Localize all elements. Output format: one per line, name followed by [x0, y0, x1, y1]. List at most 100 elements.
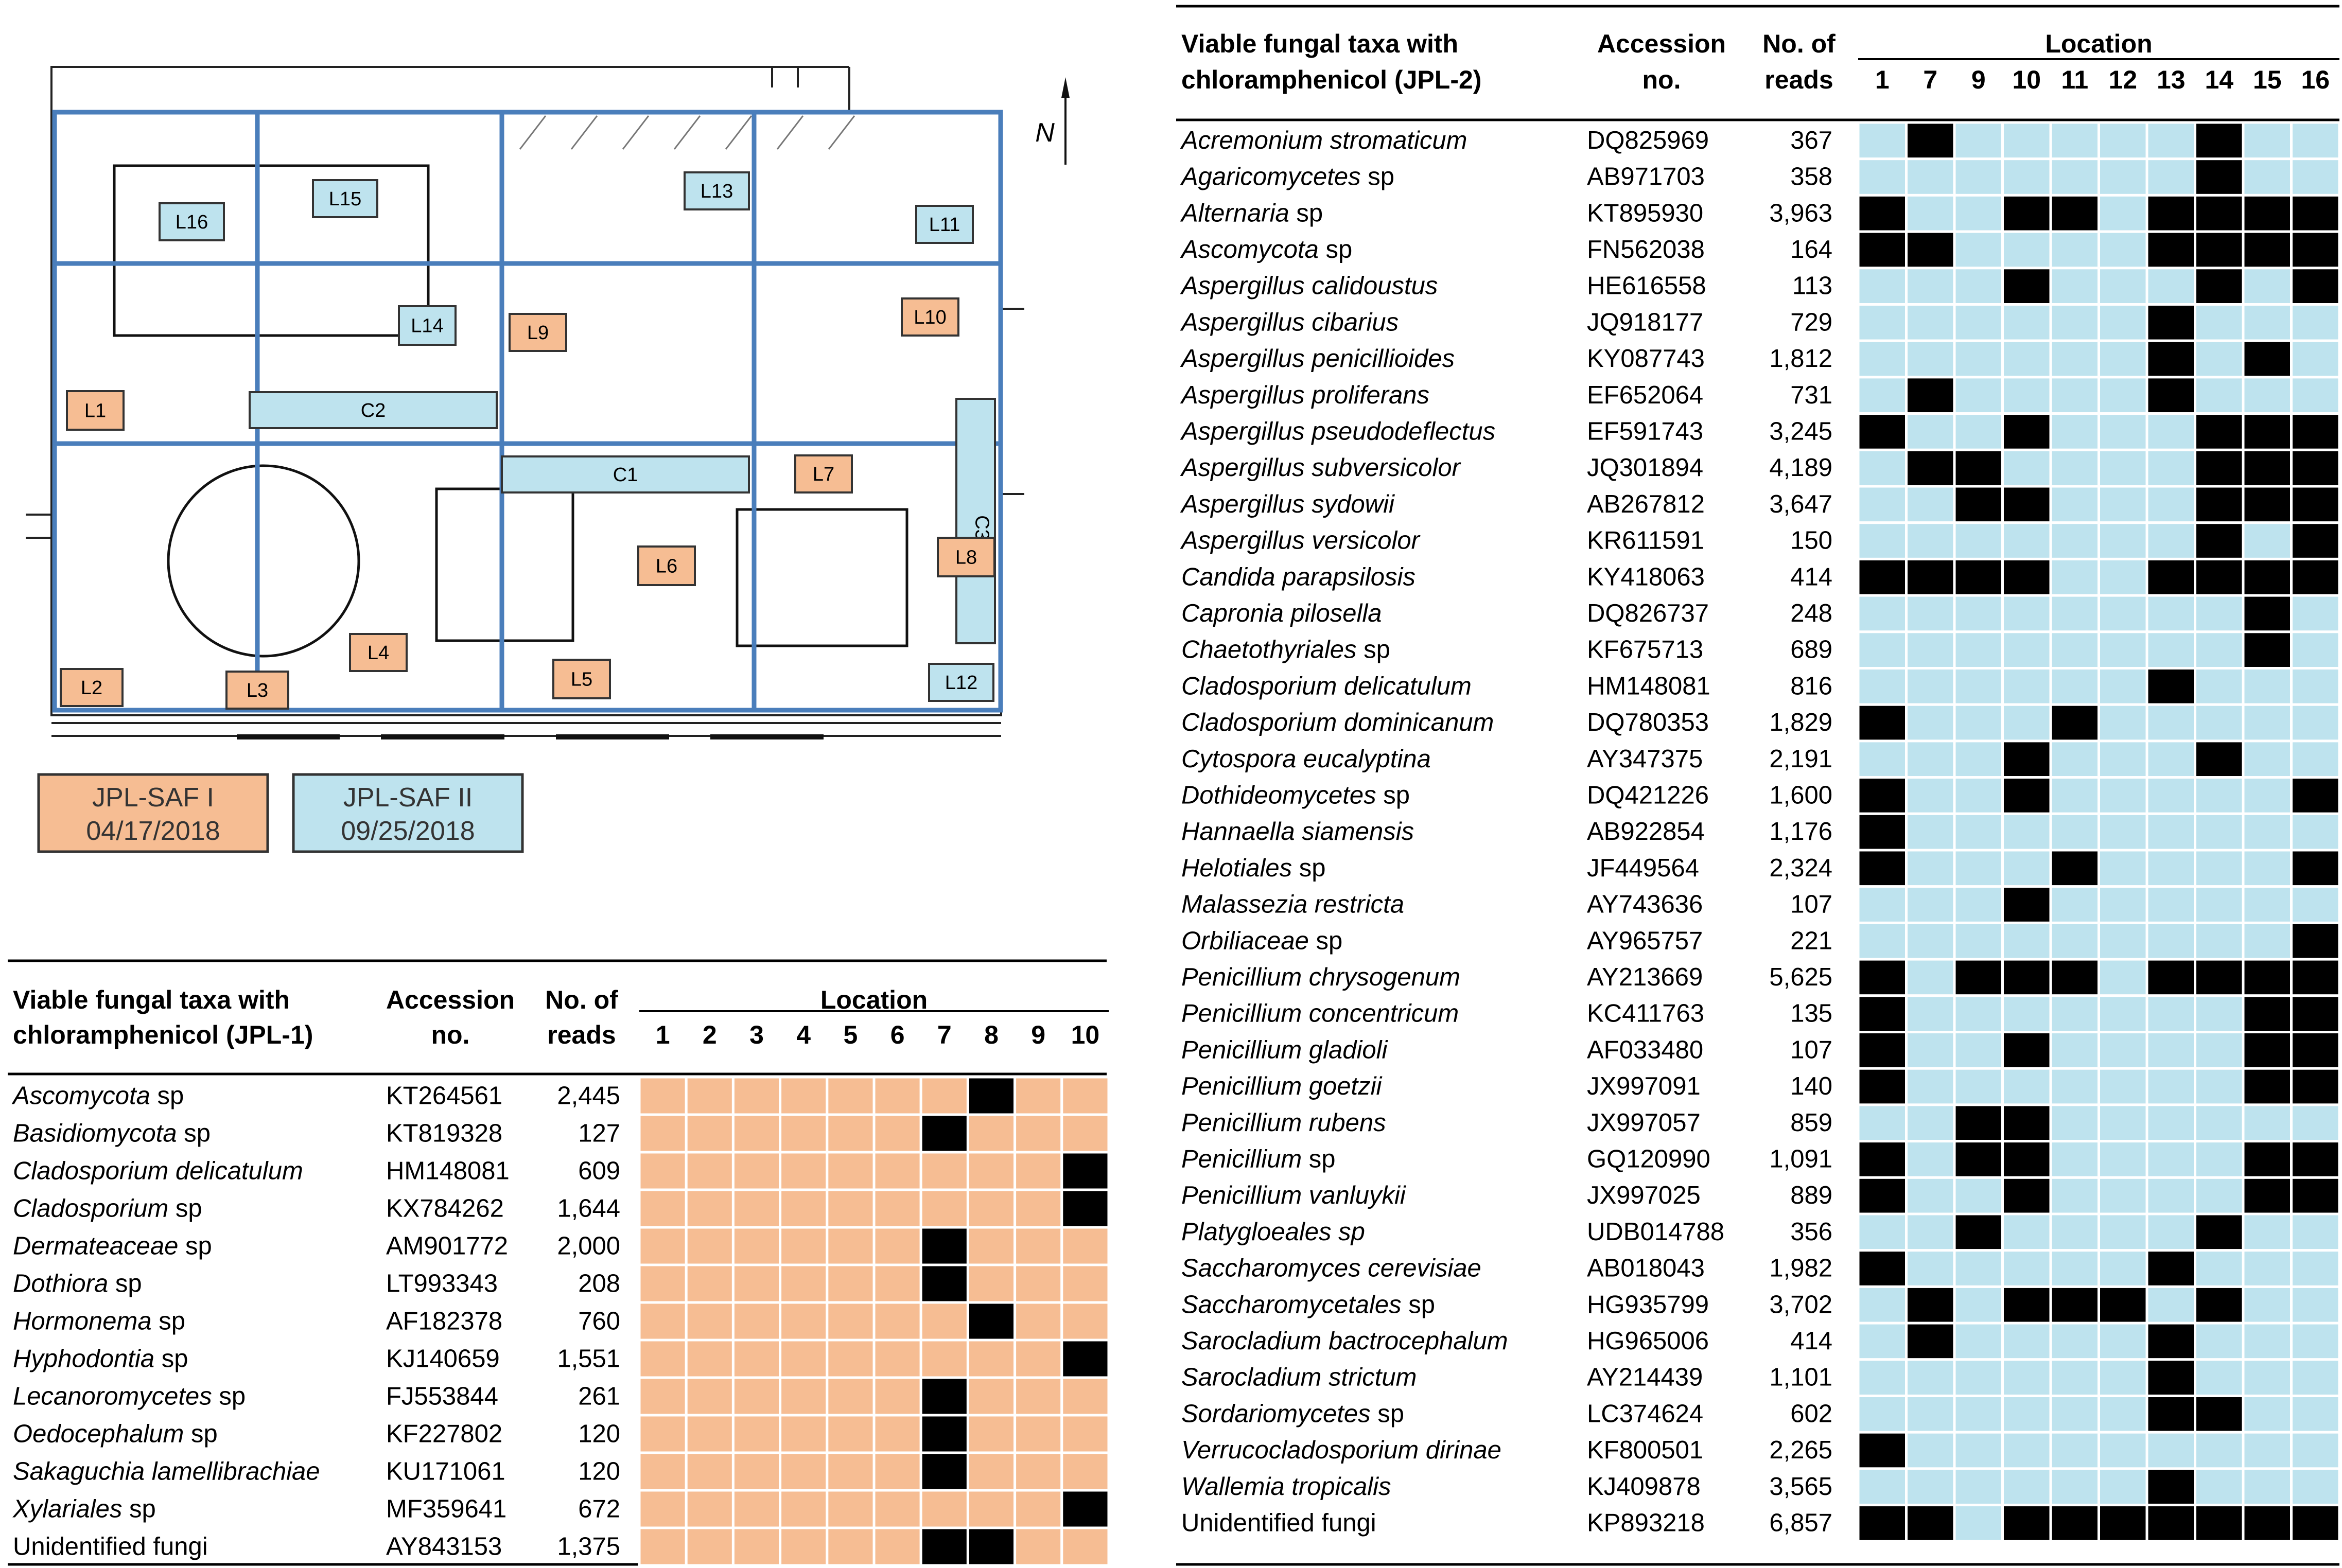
presence-cell-detected [2194, 230, 2245, 270]
location-number: 13 [2157, 65, 2186, 94]
presence-cell-absent [2098, 521, 2148, 560]
taxon-italic: Candida parapsilosis [1181, 563, 1415, 591]
room-code: L7 [813, 464, 834, 485]
presence-cell-absent [2001, 376, 2052, 415]
presence-cell-detected [1857, 412, 1908, 451]
presence-cell-absent [2145, 776, 2196, 815]
presence-cell-detected [2098, 1285, 2148, 1325]
presence-cell-absent [731, 1113, 782, 1154]
presence-cell-absent [2145, 1067, 2196, 1106]
room-label-l6: L6 [637, 545, 696, 586]
presence-cell-absent [2098, 485, 2148, 524]
accession-number: KF800501 [1587, 1436, 1703, 1464]
presence-cell-absent [2049, 1431, 2100, 1470]
presence-cell-absent [731, 1076, 782, 1116]
room-box [684, 171, 750, 210]
presence-cell-absent [638, 1151, 688, 1191]
presence-cell-absent [2290, 339, 2341, 379]
presence-cell-absent [2049, 230, 2100, 270]
accession-number: KP893218 [1587, 1509, 1705, 1537]
taxon-name: Aspergillus penicillioides [1180, 345, 1455, 373]
presence-cell-detected [1060, 1151, 1110, 1191]
read-count: 1,091 [1769, 1146, 1832, 1173]
presence-cell-absent [1060, 1451, 1110, 1492]
presence-cell-absent [2001, 994, 2052, 1034]
room-label-c2: C2 [249, 391, 498, 429]
accession-number: KF227802 [386, 1420, 502, 1448]
accession-number: LT993343 [386, 1270, 498, 1298]
presence-cell-absent [2242, 157, 2293, 197]
presence-cell-absent [2098, 121, 2148, 161]
presence-cell-detected [2290, 776, 2341, 815]
location-number: 9 [1971, 65, 1986, 94]
room-code: C1 [613, 464, 638, 486]
room-label-l13: L13 [684, 171, 750, 210]
presence-cell-detected [2194, 958, 2245, 997]
building-walls [26, 66, 1024, 737]
presence-cell-detected [1953, 557, 2004, 597]
taxon-name: Verrucocladosporium dirinae [1181, 1436, 1501, 1464]
taxa-header: chloramphenicol (JPL-2) [1181, 65, 1481, 94]
presence-cell-absent [2098, 667, 2148, 706]
presence-cell-absent [1857, 1103, 1908, 1143]
presence-cell-detected [2145, 230, 2196, 270]
taxon-name: Aspergillus sydowii [1180, 490, 1395, 518]
taxon-italic: Lecanoromycetes [13, 1383, 212, 1411]
presence-cell-absent [1953, 1504, 2004, 1543]
presence-cell-absent [2194, 594, 2245, 633]
presence-cell-absent [2145, 157, 2196, 197]
presence-cell-absent [919, 1338, 969, 1379]
presence-cell-detected [2145, 193, 2196, 233]
presence-cell-absent [826, 1113, 876, 1154]
presence-cell-absent [1905, 703, 1956, 743]
legend-campaign: JPL-SAF I [92, 783, 214, 813]
presence-cell-absent [1060, 1376, 1110, 1417]
presence-cell-absent [2098, 1212, 2148, 1252]
presence-cell-absent [2049, 739, 2100, 779]
presence-cell-absent [2194, 630, 2245, 670]
room-box [937, 537, 995, 577]
presence-cell-absent [1905, 267, 1956, 306]
taxon-name: Penicillium goetzii [1181, 1072, 1383, 1100]
presence-cell-detected [2290, 1176, 2341, 1215]
presence-cell-absent [1857, 1285, 1908, 1325]
taxon-name: Acremonium stromaticum [1180, 127, 1467, 154]
presence-cell-detected [2194, 1504, 2245, 1543]
taxon-italic: Penicillium gladioli [1181, 1036, 1388, 1064]
read-count: 1,176 [1769, 818, 1832, 845]
presence-cell-absent [872, 1151, 922, 1191]
presence-cell-absent [2242, 1322, 2293, 1361]
taxon-italic: Sakaguchia lamellibrachiae [13, 1458, 320, 1486]
presence-cell-detected [1905, 1322, 1956, 1361]
presence-cell-absent [1953, 121, 2004, 161]
taxon-italic: Malassezia restricta [1181, 891, 1404, 919]
presence-cell-detected [2242, 1176, 2293, 1215]
presence-cell-absent [2049, 157, 2100, 197]
presence-cell-absent [2194, 1322, 2245, 1361]
taxon-name: Saccharomyces cerevisiae [1181, 1255, 1481, 1282]
taxa-header: Viable fungal taxa with [13, 985, 290, 1014]
read-count: 889 [1790, 1182, 1832, 1209]
presence-cell-absent [2098, 1103, 2148, 1143]
presence-cell-absent [1953, 1249, 2004, 1288]
read-count: 602 [1790, 1400, 1832, 1428]
read-count: 208 [578, 1270, 620, 1298]
presence-cell-absent [2290, 1431, 2341, 1470]
presence-cell-absent [2194, 1249, 2245, 1288]
read-count: 5,625 [1769, 963, 1832, 991]
room-label-l4: L4 [349, 633, 408, 672]
presence-cell-absent [2098, 1322, 2148, 1361]
taxon-italic: Aspergillus cibarius [1180, 308, 1399, 336]
accession-number: KR611591 [1587, 527, 1704, 555]
presence-cell-absent [2001, 157, 2052, 197]
presence-cell-absent [1953, 376, 2004, 415]
presence-cell-detected [2194, 739, 2245, 779]
